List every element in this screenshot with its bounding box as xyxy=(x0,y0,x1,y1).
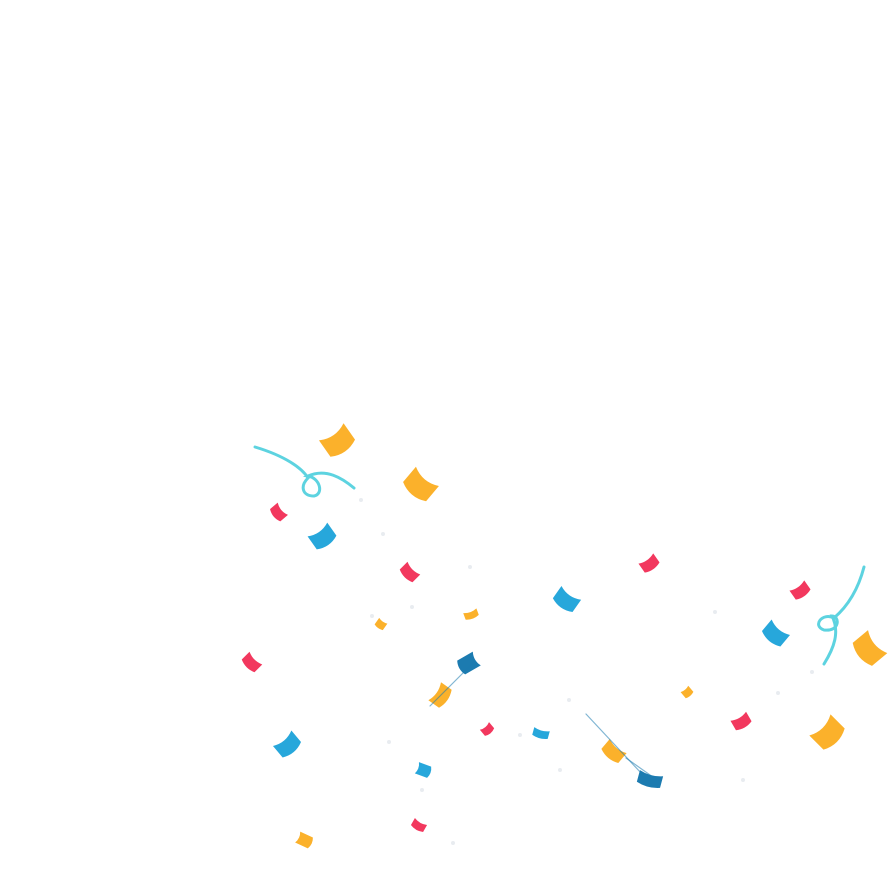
sparkle-dot xyxy=(518,733,522,737)
confetti-piece xyxy=(270,502,288,522)
streamer-left xyxy=(253,445,356,498)
confetti-ribbon xyxy=(585,713,643,775)
confetti-piece xyxy=(307,522,337,550)
sparkle-dot xyxy=(420,788,424,792)
sparkle-dot xyxy=(713,610,717,614)
confetti-piece xyxy=(789,580,811,600)
sparkle-dot xyxy=(410,605,414,609)
confetti-piece xyxy=(463,608,479,620)
sparkle-dot xyxy=(741,778,745,782)
confetti-piece xyxy=(809,714,845,750)
confetti-piece xyxy=(241,651,263,673)
sparkle-dot xyxy=(567,698,571,702)
confetti-piece xyxy=(761,619,791,647)
sparkle-dot xyxy=(359,498,363,502)
sparkle-dots xyxy=(359,498,814,845)
confetti-piece xyxy=(272,730,302,758)
confetti-piece xyxy=(457,651,481,675)
sparkle-dot xyxy=(468,565,472,569)
confetti-piece xyxy=(852,630,888,666)
confetti-piece xyxy=(601,738,627,764)
confetti-piece xyxy=(403,466,439,502)
sparkle-dot xyxy=(776,691,780,695)
streamer-right xyxy=(817,565,866,666)
sparkle-dot xyxy=(558,768,562,772)
confetti-piece xyxy=(374,617,388,631)
confetti-piece xyxy=(414,762,432,778)
sparkle-dot xyxy=(381,532,385,536)
confetti-ribbon xyxy=(625,757,661,783)
confetti-piece xyxy=(532,727,550,740)
confetti-piece xyxy=(680,685,694,699)
sparkle-dot xyxy=(387,740,391,744)
sparkle-dot xyxy=(451,841,455,845)
confetti-piece xyxy=(730,711,752,731)
confetti-pieces xyxy=(241,423,888,849)
confetti-ribbon xyxy=(429,661,475,707)
confetti-piece xyxy=(318,423,356,457)
sparkle-dot xyxy=(810,670,814,674)
confetti-piece xyxy=(479,722,495,736)
confetti-piece xyxy=(552,585,582,613)
sparkle-dot xyxy=(370,614,374,618)
streamers xyxy=(253,445,866,666)
confetti-piece xyxy=(638,553,660,573)
confetti-piece xyxy=(399,561,421,583)
confetti-piece xyxy=(410,818,428,832)
confetti-piece xyxy=(295,831,313,849)
confetti-piece xyxy=(636,770,664,788)
